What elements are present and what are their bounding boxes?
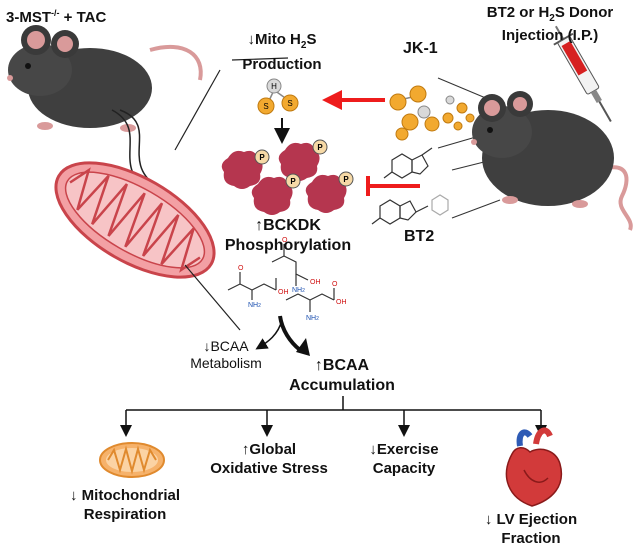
outcome-lv-ejection-fraction: ↓ LV Ejection Fraction bbox=[484, 511, 578, 547]
bckdk-label: ↑BCKDK Phosphorylation bbox=[224, 217, 352, 254]
hydrogen-atom-label: H bbox=[271, 82, 277, 91]
left-mouse-icon bbox=[7, 25, 203, 132]
o-label: O bbox=[332, 281, 338, 288]
activation-arrowhead bbox=[322, 90, 342, 110]
protein-icon bbox=[221, 139, 354, 215]
sulfur-atom-label: S bbox=[263, 102, 268, 111]
nh2-label: NH2 bbox=[292, 287, 305, 294]
bcaa-accumulation-label: ↑BCAA Accumulation bbox=[289, 357, 395, 394]
phospho-marker: P bbox=[290, 177, 296, 186]
phospho-marker: P bbox=[259, 153, 265, 162]
nh2-label: NH2 bbox=[306, 315, 319, 322]
accumulation-arrowhead bbox=[296, 338, 310, 356]
small-mitochondrion-icon bbox=[99, 442, 165, 478]
syringe-icon bbox=[553, 25, 612, 122]
oh-label: OH bbox=[336, 299, 347, 306]
o-label: O bbox=[282, 237, 288, 244]
zoom-line bbox=[231, 57, 289, 61]
bcaa-molecule-icon bbox=[227, 244, 335, 312]
outcome-mitochondrial-respiration: ↓ Mitochondrial Respiration bbox=[70, 487, 180, 523]
outcome-oxidative-stress: ↑Global Oxidative Stress bbox=[210, 441, 328, 477]
sulfur-atom-label: S bbox=[287, 99, 292, 108]
bt2-label: BT2 bbox=[404, 228, 435, 245]
zoom-line bbox=[174, 69, 221, 151]
accumulation-arrow bbox=[278, 315, 302, 352]
zoom-line bbox=[184, 264, 241, 331]
bcaa-metabolism-label: ↓BCAA Metabolism bbox=[190, 338, 262, 371]
o-label: O bbox=[238, 265, 244, 272]
right-mouse-icon bbox=[471, 91, 633, 231]
tail-line bbox=[119, 109, 156, 186]
oh-label: OH bbox=[310, 279, 321, 286]
jk1-molecule-icon bbox=[389, 85, 475, 141]
mitochondrion-icon bbox=[54, 161, 216, 279]
h2s-molecule-icon bbox=[257, 78, 299, 115]
zoom-line bbox=[451, 199, 501, 219]
bt2-molecule-icon bbox=[371, 147, 449, 225]
heart-icon bbox=[505, 427, 563, 507]
phospho-marker: P bbox=[343, 175, 349, 184]
oh-label: OH bbox=[278, 289, 289, 296]
injection-label: BT2 or H2S Donor Injection (I.P.) bbox=[486, 4, 614, 44]
jk1-label: JK-1 bbox=[403, 40, 438, 57]
outcome-exercise-capacity: ↓Exercise Capacity bbox=[369, 441, 439, 477]
nh2-label: NH2 bbox=[248, 302, 261, 309]
phospho-marker: P bbox=[317, 143, 323, 152]
model-label: 3-MST-/- + TAC bbox=[6, 8, 107, 26]
mito-h2s-label: ↓Mito H2S Production bbox=[242, 31, 322, 73]
